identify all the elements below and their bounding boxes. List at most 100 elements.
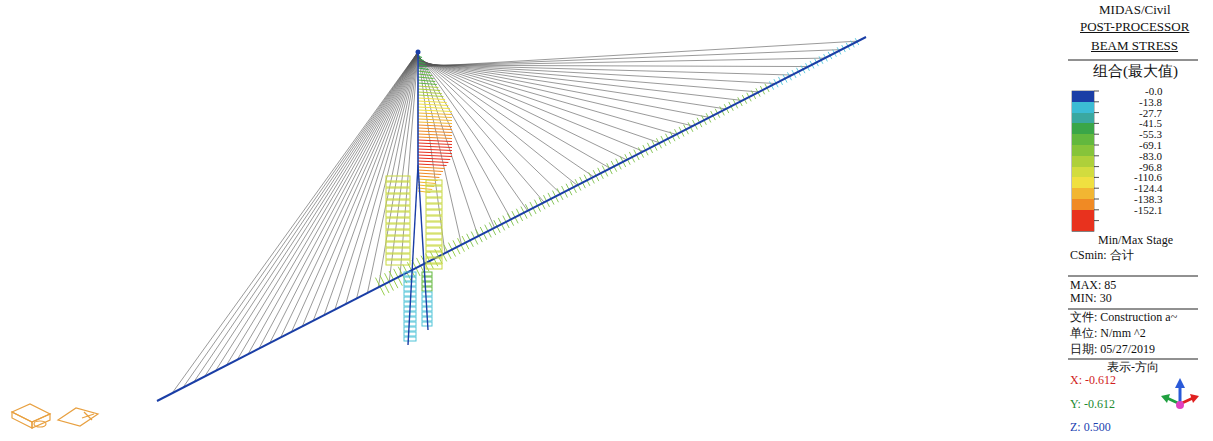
stress-box [426,216,442,221]
view-z: Z: 0.500 [1070,421,1111,434]
unit: 单位: N/mm ^2 [1070,327,1146,340]
stay-cable [367,52,418,293]
stress-box [404,272,416,276]
stress-box [404,292,416,296]
stress-band [418,101,447,103]
stress-band [418,125,452,127]
stress-box [386,230,410,235]
stress-box [422,297,432,301]
stress-box [386,224,410,229]
stress-band [418,164,447,166]
color-swatch [1072,221,1094,232]
scale-tick [1094,134,1099,135]
stress-box [422,272,432,276]
view-icon [12,404,98,428]
stress-band [418,86,439,88]
scale-tick [1094,188,1099,189]
stress-band [418,155,452,157]
file-name: 文件: Construction a~ [1070,311,1177,324]
pylon [417,52,419,165]
scale-value: -0.0 [1145,86,1162,97]
stress-band [418,131,452,133]
stay-cable [172,52,418,393]
stress-band [418,176,439,178]
stress-box [404,287,416,291]
stay-cable [418,60,660,143]
scale-tick [1094,209,1099,210]
stress-band [418,65,427,67]
stress-box [422,282,432,286]
axis-icon [1161,378,1199,409]
scale-value: -41.5 [1139,118,1162,129]
scale-tick [1094,145,1099,146]
view-heading: 表示-方向 [1107,361,1159,374]
stress-band [418,95,443,97]
stay-cable [418,63,759,92]
color-swatch [1072,123,1094,134]
stress-box [426,240,442,245]
stress-band [418,107,450,109]
stress-band [418,89,440,91]
stress-box [386,212,410,217]
stress-band [418,158,450,160]
stress-band [418,128,452,130]
color-swatch [1072,167,1094,178]
color-swatch [1072,91,1094,102]
stress-band [418,149,452,151]
stress-box [426,180,442,185]
software-name: MIDAS/Civil [1099,3,1171,17]
stay-cable [418,64,775,84]
stress-box [426,264,442,269]
stress-box [404,277,416,281]
stress-box [426,204,442,209]
stress-box [426,198,442,203]
min-value: MIN: 30 [1070,292,1112,305]
stay-cable [418,50,841,67]
stay-cable [418,58,610,168]
stay-cable [357,52,418,299]
stress-band [418,122,452,124]
color-swatch [1072,102,1094,113]
stay-cable [215,52,418,371]
scale-tick [1094,112,1099,113]
title-line: BEAM STRESS [1091,39,1178,53]
stay-cable [248,52,418,354]
stress-band [418,83,437,85]
color-swatch [1072,210,1094,221]
scale-tick [1094,91,1099,92]
stay-cable [418,58,825,66]
pylon-top [416,50,421,55]
stress-box [386,242,410,247]
scale-value: -55.3 [1139,129,1162,140]
stress-box [386,254,410,259]
stay-cable [418,61,693,126]
scale-value: -69.1 [1139,140,1162,151]
stress-box [386,200,410,205]
stay-cable [324,52,418,315]
title-line: POST-PROCESSOR [1080,20,1189,34]
stress-box [404,337,416,341]
color-swatch [1072,145,1094,156]
stress-box [386,260,410,265]
stress-band [418,137,452,139]
stay-cable [183,52,418,388]
stress-band [418,98,445,100]
stress-box [386,248,410,253]
stay-cable [418,60,676,134]
stress-band [418,173,441,175]
deck-stress [375,38,858,295]
stress-band [418,119,452,121]
stress-band [418,140,452,142]
stay-cable [418,54,511,219]
stay-cable [418,62,709,118]
scale-tick [1094,155,1099,156]
pylon-leg [408,165,418,345]
color-swatch [1072,188,1094,199]
stay-cable [194,52,418,382]
stress-band [418,77,434,79]
stage-note: Min/Max Stage [1098,234,1173,247]
stress-box [426,186,442,191]
stress-box [426,228,442,233]
